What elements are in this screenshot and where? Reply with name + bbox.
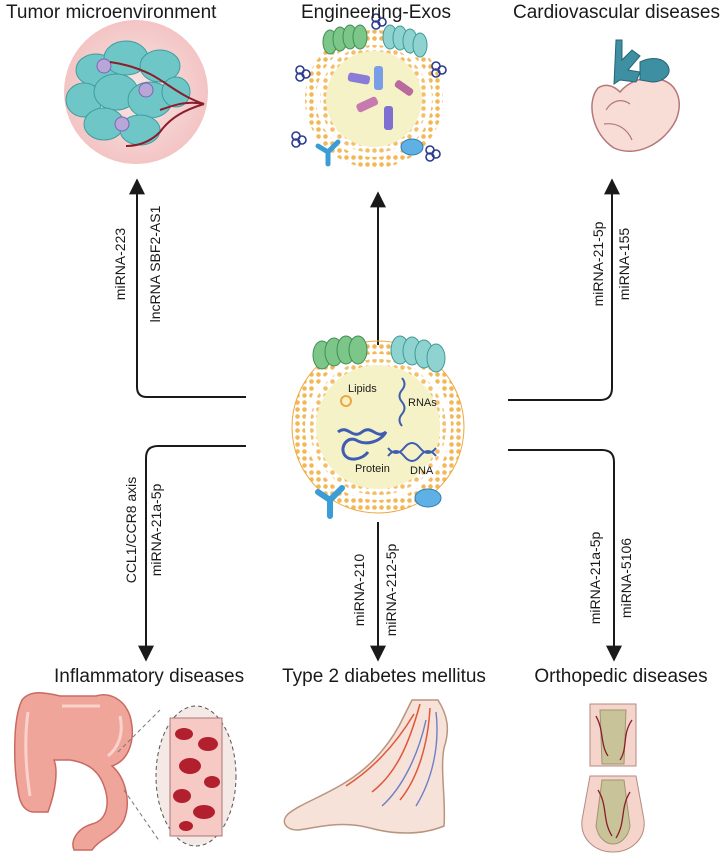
ortho-label-mirna-5106: miRNA-5106 (618, 537, 634, 619)
ligand-cluster-icon (291, 13, 447, 162)
tumor-illustration (64, 20, 208, 164)
tumor-label-lncrna: lncRNA SBF2-AS1 (147, 205, 163, 323)
dna-label: DNA (410, 465, 434, 477)
bone-illustration (581, 703, 645, 853)
inflam-label-mirna-21a-5p: miRNA-21a-5p (148, 483, 164, 577)
arrow-to-inflammatory (138, 445, 246, 662)
tumor-label-mirna-223: miRNA-223 (112, 227, 128, 301)
diabetes-title: Type 2 diabetes mellitus (282, 666, 486, 687)
engineering-title: Engineering-Exos (301, 2, 451, 23)
cardio-label-mirna-155: miRNA-155 (616, 227, 632, 301)
rnas-label: RNAs (408, 397, 437, 409)
ortho-label-mirna-21a-5p: miRNA-21a-5p (587, 531, 603, 625)
green-receptor-icon (312, 335, 368, 370)
diabetes-label-mirna-210: miRNA-210 (351, 553, 367, 627)
diabetes-label-mirna-212-5p: miRNA-212-5p (383, 543, 399, 637)
ortho-title: Orthopedic diseases (534, 666, 708, 687)
drug-cargo-icon (347, 66, 414, 130)
colon-illustration (14, 692, 237, 851)
tumor-title: Tumor microenvironment (6, 2, 217, 23)
engineering-exos-illustration (291, 13, 447, 168)
central-exosome: Lipids RNAs Protein DNA (291, 335, 465, 519)
lipid-droplet-icon (340, 395, 352, 407)
y-receptor-icon (315, 485, 345, 519)
inflam-label-ccl1: CCL1/CCR8 axis (123, 476, 139, 584)
arrow-to-tumor (129, 178, 246, 398)
dna-helix-icon (387, 442, 437, 462)
protein-coil-icon (337, 428, 388, 461)
inflammatory-title: Inflammatory diseases (54, 666, 245, 687)
cardio-title: Cardiovascular diseases (513, 2, 720, 23)
cardio-label-mirna-21-5p: miRNA-21-5p (590, 221, 606, 307)
heart-illustration (591, 39, 680, 152)
teal-receptor-icon (390, 335, 446, 373)
foot-illustration (283, 699, 449, 834)
arrow-to-ortho (508, 449, 622, 662)
arrow-to-cardio (508, 178, 620, 401)
protein-label: Protein (355, 463, 390, 475)
blue-capsule-icon (414, 488, 442, 508)
rna-strand-icon (398, 377, 406, 427)
lipids-label: Lipids (348, 383, 377, 395)
